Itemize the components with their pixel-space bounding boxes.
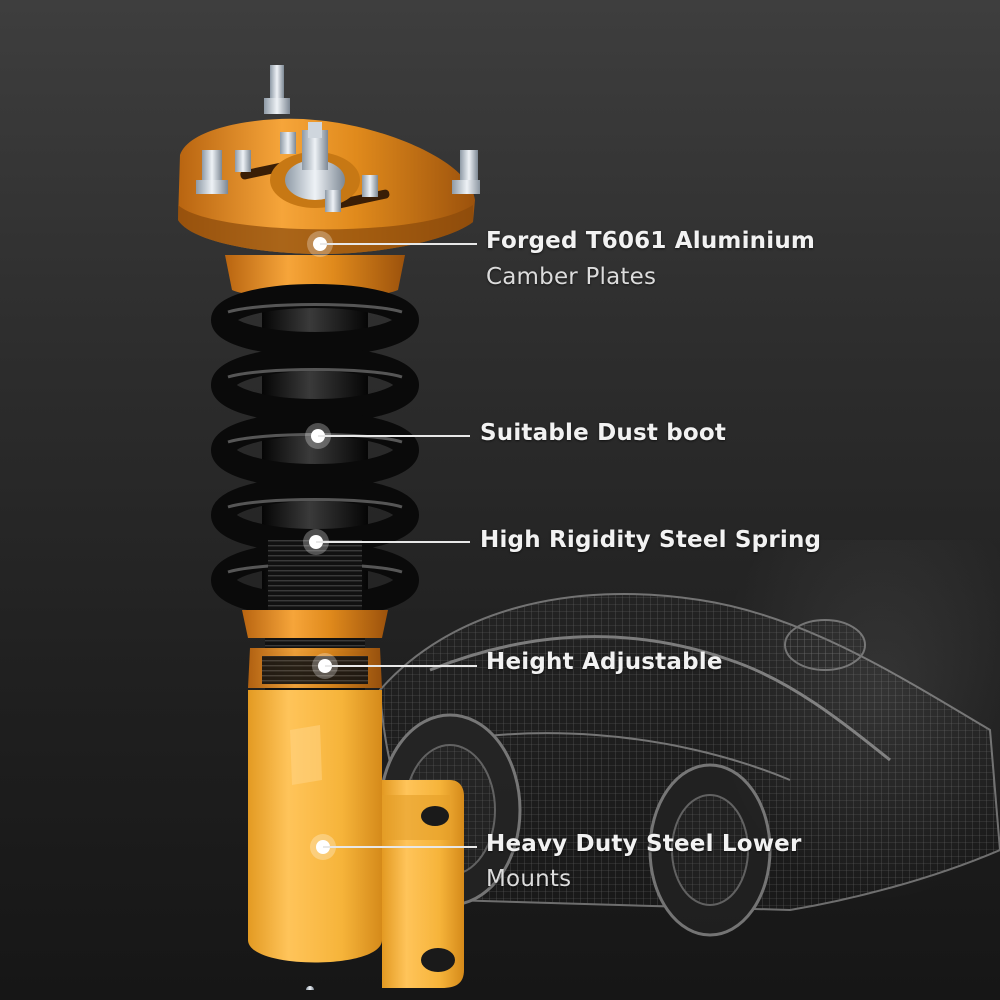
callout-leader-line bbox=[323, 846, 477, 848]
callout-leader-line bbox=[318, 435, 470, 437]
coilover-strut-image bbox=[178, 65, 480, 990]
callout-label-camber-plates: Forged T6061 Aluminium bbox=[486, 228, 816, 254]
callout-label-height-adjustable: Height Adjustable bbox=[486, 649, 723, 675]
callout-sublabel-camber-plates: Camber Plates bbox=[486, 264, 657, 290]
callout-sublabel-lower-mounts: Mounts bbox=[486, 866, 572, 892]
callout-leader-line bbox=[316, 541, 470, 543]
callout-leader-line bbox=[320, 243, 477, 245]
wireframe-car-illustration bbox=[378, 593, 1000, 937]
callout-label-lower-mounts: Heavy Duty Steel Lower bbox=[486, 831, 802, 857]
callout-label-steel-spring: High Rigidity Steel Spring bbox=[480, 527, 822, 553]
callout-leader-line bbox=[325, 665, 477, 667]
smoke-effect bbox=[700, 540, 1000, 920]
callout-label-dust-boot: Suitable Dust boot bbox=[480, 420, 727, 446]
